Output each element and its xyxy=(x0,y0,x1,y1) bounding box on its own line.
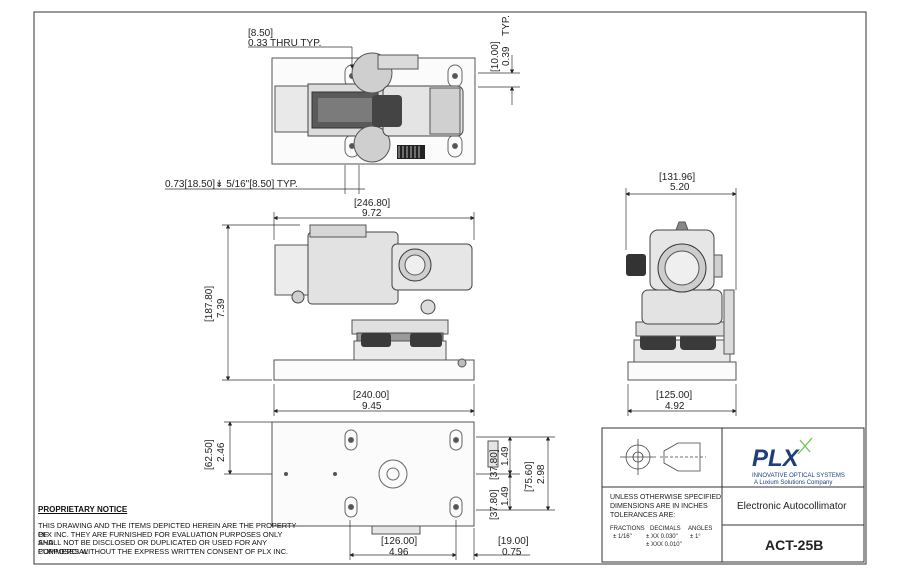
side-width-mm: [131.96] xyxy=(659,172,695,183)
bottom-view xyxy=(271,421,499,535)
top-view-tube xyxy=(274,85,311,133)
bottom-width-mm: [62.50] xyxy=(204,439,215,470)
logo-subtagline: A Luxium Solutions Company xyxy=(754,480,832,486)
hole-offset-a-in: 1.49 xyxy=(500,486,511,506)
front-view xyxy=(273,224,475,381)
top-typ-in: 0.39 xyxy=(501,46,512,66)
edge-offset-in: 0.75 xyxy=(502,547,522,558)
bottom-total-mm: [75.60] xyxy=(524,461,535,492)
plx-logo: PLX INNOVATIVE OPTICAL SYSTEMS A Luxium … xyxy=(752,437,845,486)
hole-x-mm: [126.00] xyxy=(381,536,417,547)
front-view-base-plate xyxy=(273,359,475,381)
top-typ-label: TYP. xyxy=(501,15,512,36)
fractions-label: FRACTIONS xyxy=(610,526,645,532)
top-view xyxy=(271,52,476,165)
tolerance-heading-line1: UNLESS OTHERWISE SPECIFIED xyxy=(610,494,721,501)
length-mm: [246.80] xyxy=(354,198,390,209)
angles-tolerance: ± 1° xyxy=(690,534,701,540)
logo-wordmark: PLX xyxy=(752,445,801,472)
slot-width-in: 0.33 THRU TYP. xyxy=(248,38,321,49)
bottom-view-plate xyxy=(271,421,475,527)
proprietary-notice-line4: PURPOSES WITHOUT THE EXPRESS WRITTEN CON… xyxy=(38,546,289,556)
part-number: ACT-25B xyxy=(765,537,823,553)
side-base-mm: [125.00] xyxy=(656,390,692,401)
base-length-mm: [240.00] xyxy=(353,390,389,401)
counterbore-callout: 0.73[18.50]↡ 5/16"[8.50] TYP. xyxy=(165,179,298,190)
side-base-in: 4.92 xyxy=(665,401,685,412)
length-in: 9.72 xyxy=(362,208,382,219)
bottom-width-in: 2.46 xyxy=(216,442,227,462)
sheet-border xyxy=(33,11,867,565)
base-length-in: 9.45 xyxy=(362,401,382,412)
side-width-in: 5.20 xyxy=(670,182,690,193)
tolerance-heading-line2: DIMENSIONS ARE IN INCHES xyxy=(610,503,708,510)
proprietary-notice-line1: THIS DRAWING AND THE ITEMS DEPICTED HERE… xyxy=(38,521,297,539)
hole-x-in: 4.96 xyxy=(389,547,409,558)
slot-width-mm: [8.50] xyxy=(248,28,273,39)
front-view-dimensions xyxy=(222,212,475,416)
decimals-xx-tolerance: ± XX 0.030" xyxy=(646,534,678,540)
end-view xyxy=(626,221,737,381)
height-in: 7.39 xyxy=(216,298,227,318)
tolerance-heading-line3: TOLERANCES ARE: xyxy=(610,512,675,519)
bottom-total-in: 2.98 xyxy=(536,464,547,484)
height-mm: [187.80] xyxy=(204,286,215,322)
proprietary-notice-title: PROPRIETARY NOTICE xyxy=(38,505,128,514)
third-angle-projection-symbol xyxy=(620,439,706,475)
hole-offset-b-in: 1.49 xyxy=(500,446,511,466)
angles-label: ANGLES xyxy=(688,526,712,532)
bottom-view-dimensions xyxy=(224,421,555,560)
proprietary-notice-line2: PLX INC. THEY ARE FURNISHED FOR EVALUATI… xyxy=(38,529,283,548)
proprietary-notice-line3: SHALL NOT BE DISCLOSED OR DUPLICATED OR … xyxy=(38,538,267,556)
drawing-description: Electronic Autocollimator xyxy=(737,501,847,512)
top-typ-mm: [10.00] xyxy=(490,41,501,72)
hole-offset-b-mm: [37.80] xyxy=(489,449,500,480)
end-view-base-plate xyxy=(627,361,737,381)
logo-tagline: INNOVATIVE OPTICAL SYSTEMS xyxy=(752,473,845,479)
edge-offset-mm: [19.00] xyxy=(498,536,529,547)
decimals-label: DECIMALS xyxy=(650,526,681,532)
decimals-xxx-tolerance: ± XXX 0.010" xyxy=(646,542,682,548)
end-view-dimensions xyxy=(625,188,737,416)
top-view-dimensions xyxy=(165,46,520,194)
title-block xyxy=(601,427,865,563)
fractions-tolerance: ± 1/16" xyxy=(613,534,632,540)
hole-offset-a-mm: [37.80] xyxy=(489,489,500,520)
